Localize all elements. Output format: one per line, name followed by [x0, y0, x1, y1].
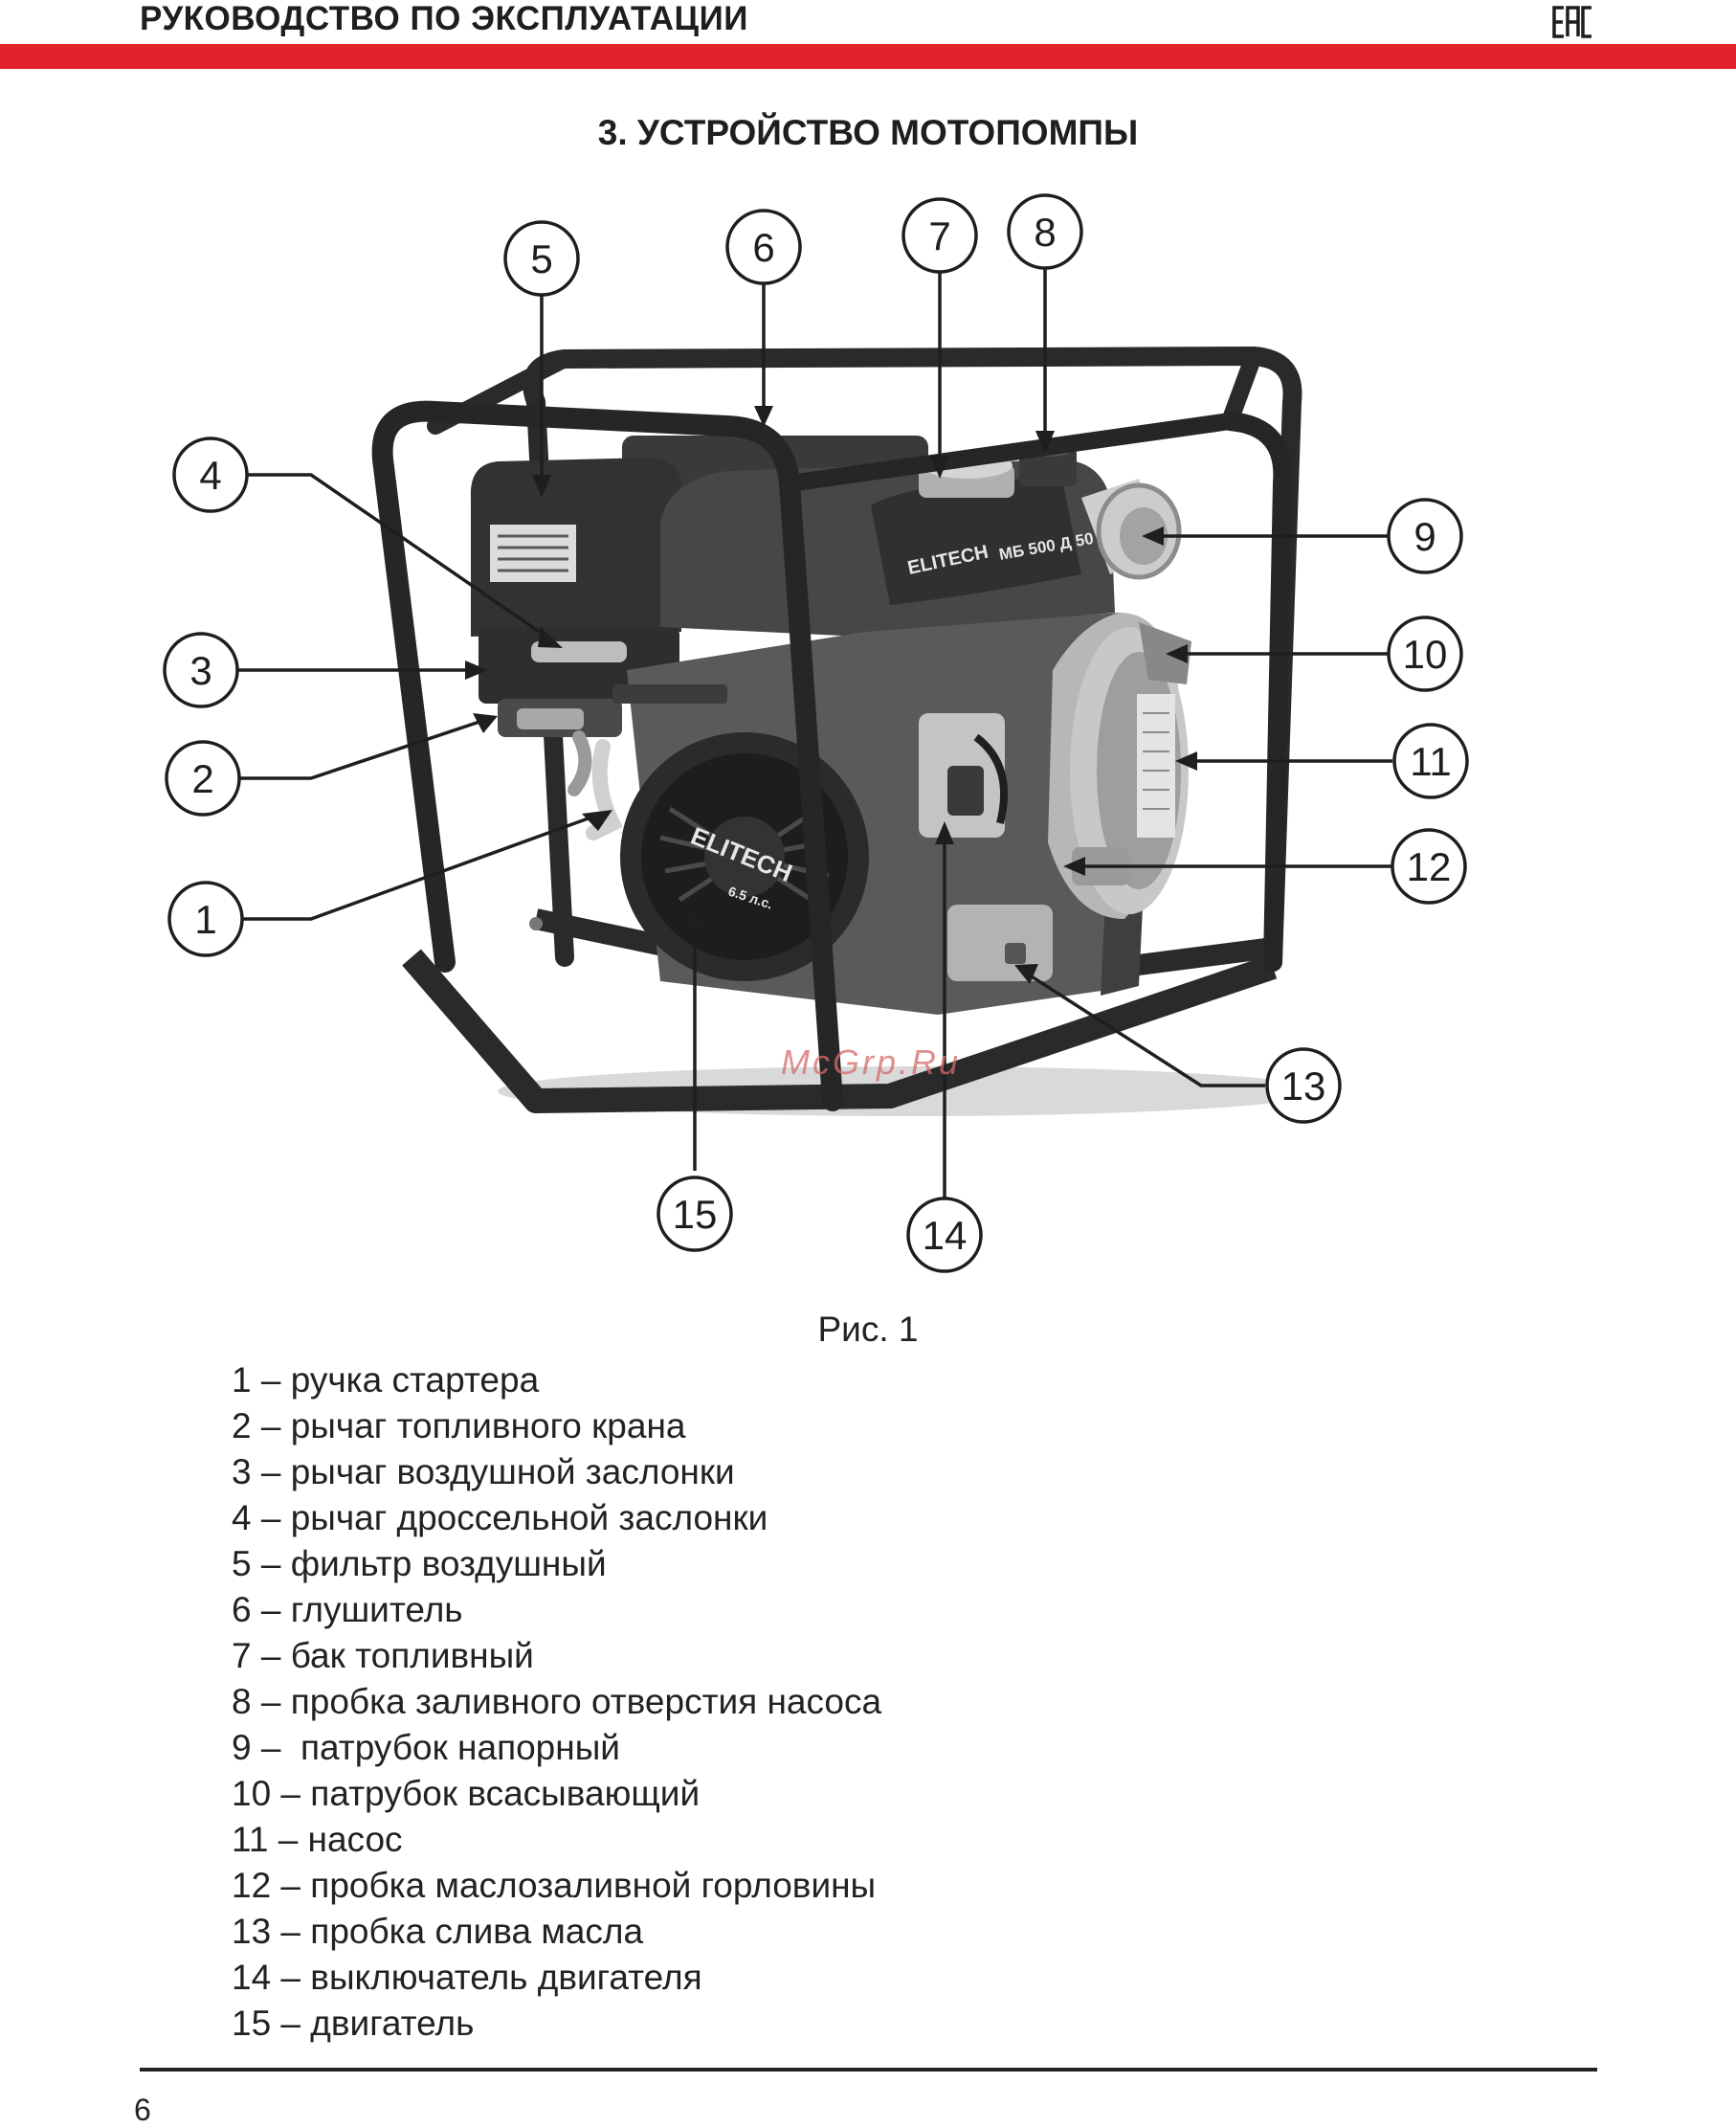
legend-item: 7 – бак топливный [232, 1636, 534, 1675]
callout-14: 14 [923, 1213, 968, 1258]
header-title: РУКОВОДСТВО ПО ЭКСПЛУАТАЦИИ [140, 0, 748, 37]
figure-caption: Рис. 1 [817, 1310, 919, 1349]
parts-legend: 1 – ручка стартера 2 – рычаг топливного … [232, 1357, 881, 2047]
pump-illustration: ELITECH МБ 500 Д 50 [371, 346, 1321, 1116]
watermark: McGrp.Ru [781, 1042, 961, 1082]
legend-item: 4 – рычаг дроссельной заслонки [232, 1498, 768, 1537]
legend-item: 1 – ручка стартера [232, 1360, 540, 1400]
page-number: 6 [134, 2093, 151, 2127]
legend-item: 10 – патрубок всасывающий [232, 1774, 701, 1813]
callout-4: 4 [199, 453, 221, 498]
legend-item: 13 – пробка слива масла [232, 1912, 644, 1951]
legend-item: 9 – патрубок напорный [232, 1728, 620, 1767]
legend-item: 5 – фильтр воздушный [232, 1544, 607, 1583]
callout-9: 9 [1413, 514, 1436, 559]
pump-figure: ELITECH МБ 500 Д 50 [163, 193, 1469, 1273]
callout-6: 6 [752, 225, 774, 270]
eac-mark-icon [1552, 6, 1591, 38]
section-title: 3. УСТРОЙСТВО МОТОПОМПЫ [597, 113, 1139, 152]
footer-rule [140, 2068, 1597, 2072]
callout-10: 10 [1403, 632, 1448, 677]
callout-5: 5 [530, 236, 552, 281]
callout-3: 3 [189, 648, 211, 693]
callout-8: 8 [1034, 210, 1056, 255]
legend-item: 8 – пробка заливного отверстия насоса [232, 1682, 882, 1721]
callout-2: 2 [191, 756, 213, 801]
legend-item: 6 – глушитель [232, 1590, 463, 1629]
header-red-bar [0, 44, 1736, 69]
legend-item: 15 – двигатель [232, 2004, 475, 2043]
callout-11: 11 [1410, 739, 1452, 784]
legend-item: 11 – насос [232, 1820, 403, 1859]
callout-15: 15 [673, 1192, 718, 1237]
callout-13: 13 [1281, 1064, 1326, 1109]
callout-7: 7 [928, 213, 950, 258]
legend-item: 3 – рычаг воздушной заслонки [232, 1452, 735, 1491]
legend-item: 14 – выключатель двигателя [232, 1958, 702, 1997]
callout-1: 1 [194, 897, 216, 942]
legend-item: 12 – пробка маслозаливной горловины [232, 1866, 877, 1905]
callout-12: 12 [1407, 844, 1452, 889]
legend-item: 2 – рычаг топливного крана [232, 1406, 686, 1445]
